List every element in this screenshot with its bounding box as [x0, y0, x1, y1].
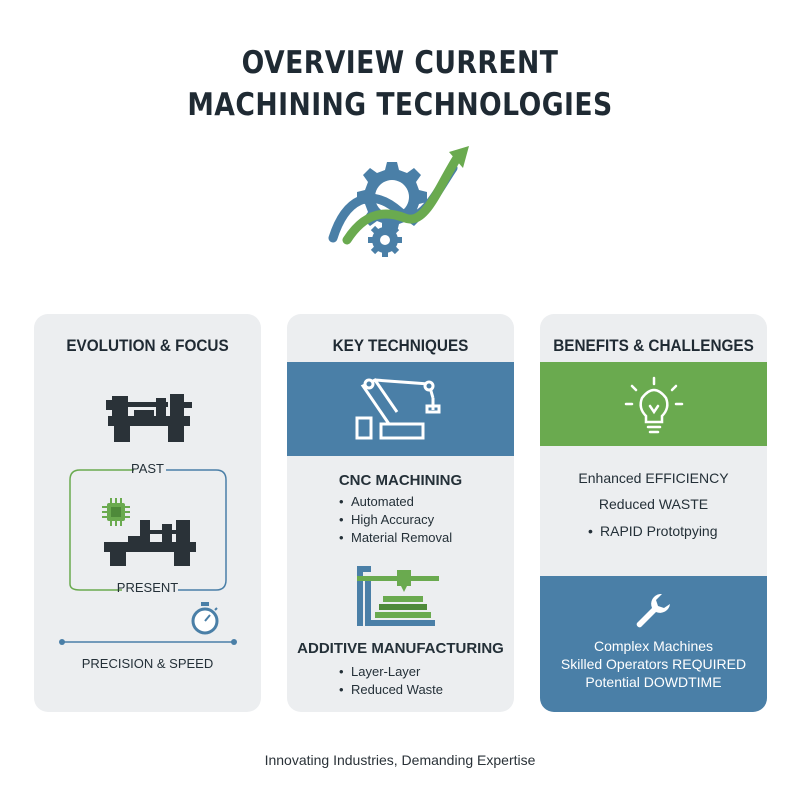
benefits-band [540, 362, 767, 446]
challenge-line-2: Skilled Operators REQUIRED [560, 656, 747, 672]
gear-growth-arrow-icon [328, 146, 469, 257]
cnc-item-3: Material Removal [339, 530, 452, 545]
benefit-line-1: Enhanced EFFICIENCY [578, 470, 729, 486]
timeline-line [59, 639, 237, 645]
techniques-band [287, 362, 514, 456]
evolution-card: EVOLUTION & FOCUS PAST [34, 314, 261, 712]
precision-label: PRECISION & SPEED [81, 656, 214, 671]
cnc-item-1: Automated [339, 494, 414, 509]
additive-item-1: Layer-Layer [339, 664, 420, 679]
challenge-line-1: Complex Machines [593, 638, 714, 654]
stopwatch-icon [191, 602, 219, 635]
page-title: OVERVIEW CURRENT MACHINING TECHNOLOGIES [56, 42, 744, 126]
present-label: PRESENT [116, 580, 179, 595]
robot-arm-icon [355, 378, 441, 440]
title-line-1: OVERVIEW CURRENT [241, 45, 559, 81]
additive-title: ADDITIVE MANUFACTURING [297, 640, 504, 657]
evolution-heading: EVOLUTION & FOCUS [66, 336, 229, 355]
cnc-title: CNC MACHINING [338, 472, 463, 489]
lightbulb-icon [624, 376, 684, 434]
cnc-item-2: High Accuracy [339, 512, 434, 527]
footer-tagline: Innovating Industries, Demanding Experti… [264, 752, 536, 768]
lathe-icon [106, 394, 192, 442]
techniques-card: KEY TECHNIQUES CNC MACHINING Automated H… [287, 314, 514, 712]
title-line-2: MACHINING TECHNOLOGIES [187, 87, 613, 123]
challenge-line-3: Potential DOWDTIME [585, 674, 722, 690]
wrench-icon [636, 594, 670, 628]
cnc-lathe-icon [104, 520, 196, 566]
benefits-card: BENEFITS & CHALLENGES Enhanced EFFICIENC… [540, 314, 767, 712]
chip-icon [102, 498, 130, 526]
benefits-heading: BENEFITS & CHALLENGES [553, 336, 754, 355]
benefit-bullet: RAPID Prototpying [588, 523, 718, 539]
challenges-band: Complex Machines Skilled Operators REQUI… [540, 576, 767, 712]
additive-item-2: Reduced Waste [339, 682, 443, 697]
timeline-bracket [69, 469, 227, 591]
techniques-heading: KEY TECHNIQUES [332, 336, 469, 355]
past-label: PAST [131, 461, 164, 476]
benefit-line-2: Reduced WASTE [598, 496, 709, 512]
3d-printer-icon [357, 566, 439, 626]
